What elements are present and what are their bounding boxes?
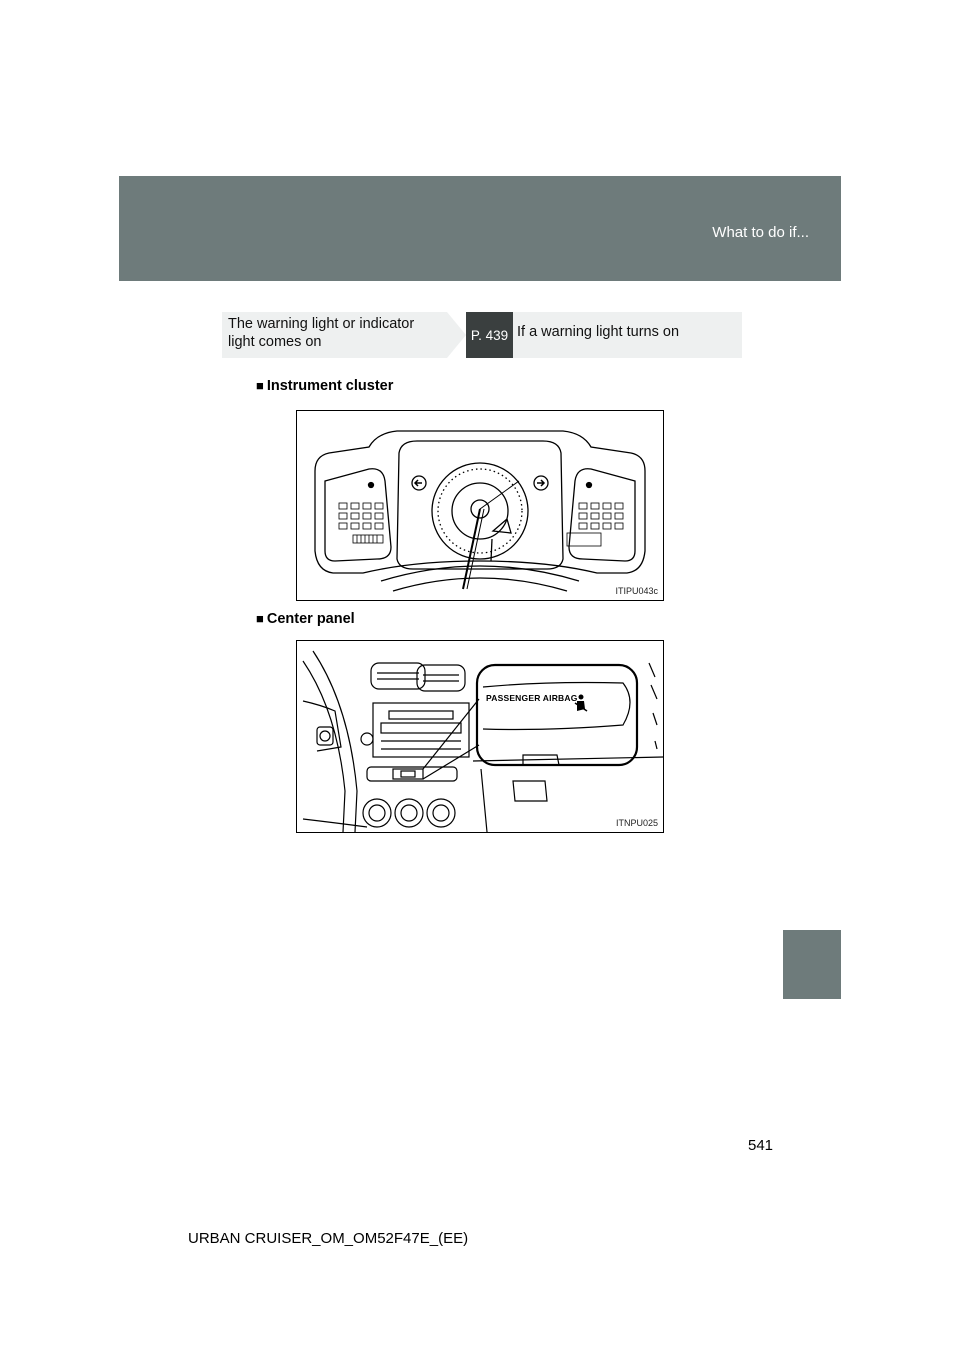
- callout-label: PASSENGER AIRBAG: [486, 693, 578, 703]
- cross-reference-box: The warning light or indicator light com…: [222, 312, 742, 358]
- footer-doc-id: URBAN CRUISER_OM_OM52F47E_(EE): [188, 1230, 469, 1247]
- section-title: What to do if...: [712, 224, 809, 241]
- heading-text: Instrument cluster: [266, 378, 394, 394]
- chapter-tab: [783, 930, 841, 999]
- xref-condition-box: [222, 312, 466, 358]
- header-band: What to do if...: [119, 176, 841, 281]
- square-bullet-icon: ■: [256, 378, 264, 393]
- center-panel-figure: PASSENGER AIRBAG ITNPU025: [296, 640, 664, 833]
- heading-instrument-cluster: ■Instrument cluster: [256, 378, 393, 394]
- page-number: 541: [748, 1137, 774, 1154]
- instrument-cluster-figure: ITIPU043c: [296, 410, 664, 601]
- figure-code: ITIPU043c: [615, 586, 658, 596]
- square-bullet-icon: ■: [256, 611, 264, 626]
- xref-page-link[interactable]: P. 439: [466, 312, 513, 358]
- xref-condition: The warning light or indicator light com…: [228, 316, 415, 350]
- figure-code: ITNPU025: [615, 818, 658, 828]
- heading-text: Center panel: [266, 611, 355, 627]
- heading-center-panel: ■Center panel: [256, 611, 355, 627]
- xref-action: If a warning light turns on: [517, 324, 680, 340]
- xref-action-box: If a warning light turns on: [513, 312, 742, 358]
